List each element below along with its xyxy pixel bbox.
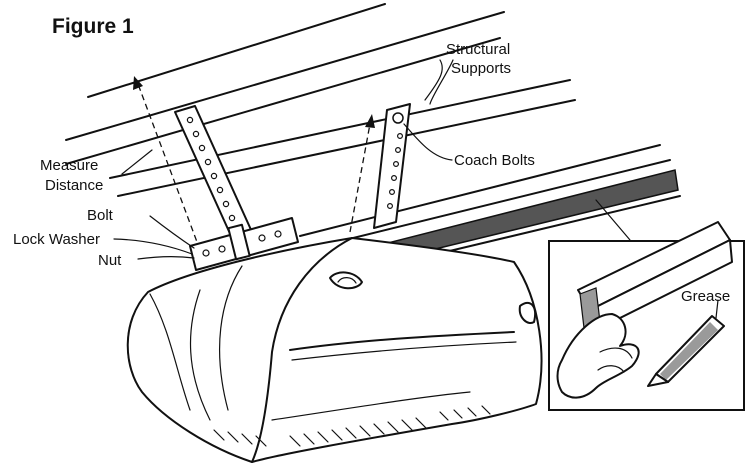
leader-lines bbox=[113, 59, 631, 260]
structural-supports bbox=[65, 3, 576, 197]
label-structural: Structural bbox=[446, 41, 510, 58]
label-supports: Supports bbox=[451, 60, 511, 77]
label-distance: Distance bbox=[45, 177, 103, 194]
label-bolt: Bolt bbox=[87, 207, 114, 224]
label-nut: Nut bbox=[98, 252, 122, 269]
coach-bolt-head bbox=[392, 112, 404, 124]
figure-title: Figure 1 bbox=[52, 15, 134, 38]
right-mounting-strap bbox=[373, 103, 411, 229]
label-coach-bolts: Coach Bolts bbox=[454, 152, 535, 169]
measure-arrows bbox=[133, 76, 375, 251]
label-measure: Measure bbox=[40, 157, 98, 174]
vent-slots bbox=[213, 405, 491, 447]
left-mounting-strap bbox=[174, 105, 253, 239]
label-grease: Grease bbox=[681, 288, 730, 305]
angle-bracket bbox=[189, 217, 299, 271]
label-lock-washer: Lock Washer bbox=[13, 231, 100, 248]
grease-detail-inset bbox=[548, 221, 745, 411]
door-rail bbox=[299, 144, 681, 265]
opener-motor-unit bbox=[126, 237, 543, 463]
